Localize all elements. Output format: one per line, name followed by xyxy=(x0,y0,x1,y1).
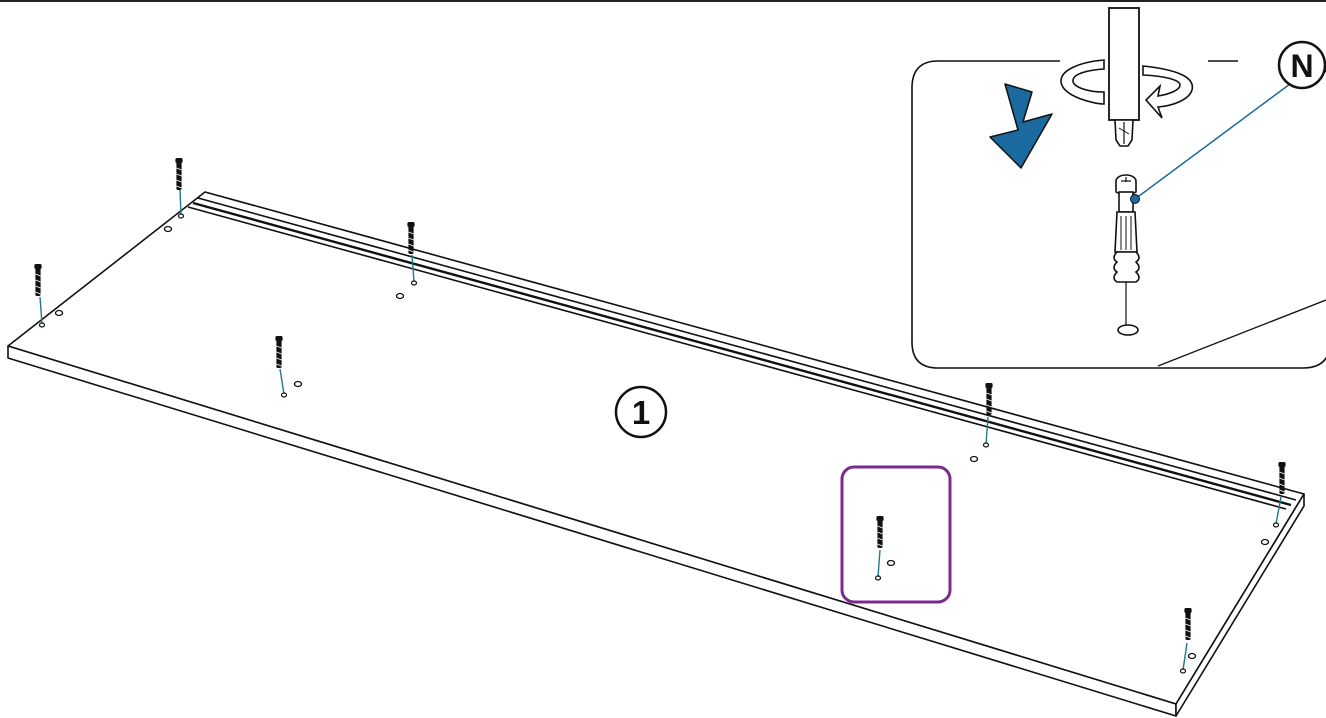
step-number: 1 xyxy=(632,394,650,431)
cam-dowel-detail xyxy=(1113,174,1140,336)
cam-dowel-icon xyxy=(1179,607,1192,674)
step-number-badge: 1 xyxy=(614,385,668,439)
cam-dowel-icon xyxy=(406,221,418,286)
highlight-box xyxy=(840,465,952,604)
cam-dowel-icon xyxy=(274,335,288,398)
hole xyxy=(969,455,979,463)
detail-inset: N xyxy=(911,7,1326,369)
panel-holes xyxy=(54,225,1270,660)
hole xyxy=(395,292,405,300)
panel-right-edge xyxy=(1175,493,1305,717)
cam-dowel-icon xyxy=(982,382,993,448)
cam-dowel-icon xyxy=(874,515,884,581)
inset-floor-line xyxy=(1157,299,1326,367)
hole xyxy=(1187,652,1197,660)
screwdriver-icon xyxy=(1108,7,1140,147)
part-label: N xyxy=(1290,48,1313,84)
panel-groove-line-2 xyxy=(192,201,1292,507)
dowels xyxy=(34,157,1286,674)
down-arrow-icon xyxy=(989,83,1053,169)
cam-dowel-icon xyxy=(1272,461,1286,528)
hole xyxy=(54,309,64,317)
inset-frame xyxy=(911,60,1326,369)
rotation-arrow-icon xyxy=(1060,59,1194,119)
panel-groove-line-3 xyxy=(187,206,1287,510)
part-label-badge: N xyxy=(1277,40,1326,90)
hole xyxy=(163,225,173,233)
hole xyxy=(293,380,303,388)
top-rule xyxy=(0,0,1326,2)
panel-groove-line-1 xyxy=(197,197,1297,501)
callout-leader-line xyxy=(1134,83,1291,200)
cam-dowel-icon xyxy=(174,157,185,219)
callout-anchor-dot xyxy=(1130,194,1140,204)
hole xyxy=(886,559,896,567)
cam-dowel-icon xyxy=(34,263,46,328)
panel-board xyxy=(7,191,1305,717)
hole xyxy=(1260,538,1270,546)
